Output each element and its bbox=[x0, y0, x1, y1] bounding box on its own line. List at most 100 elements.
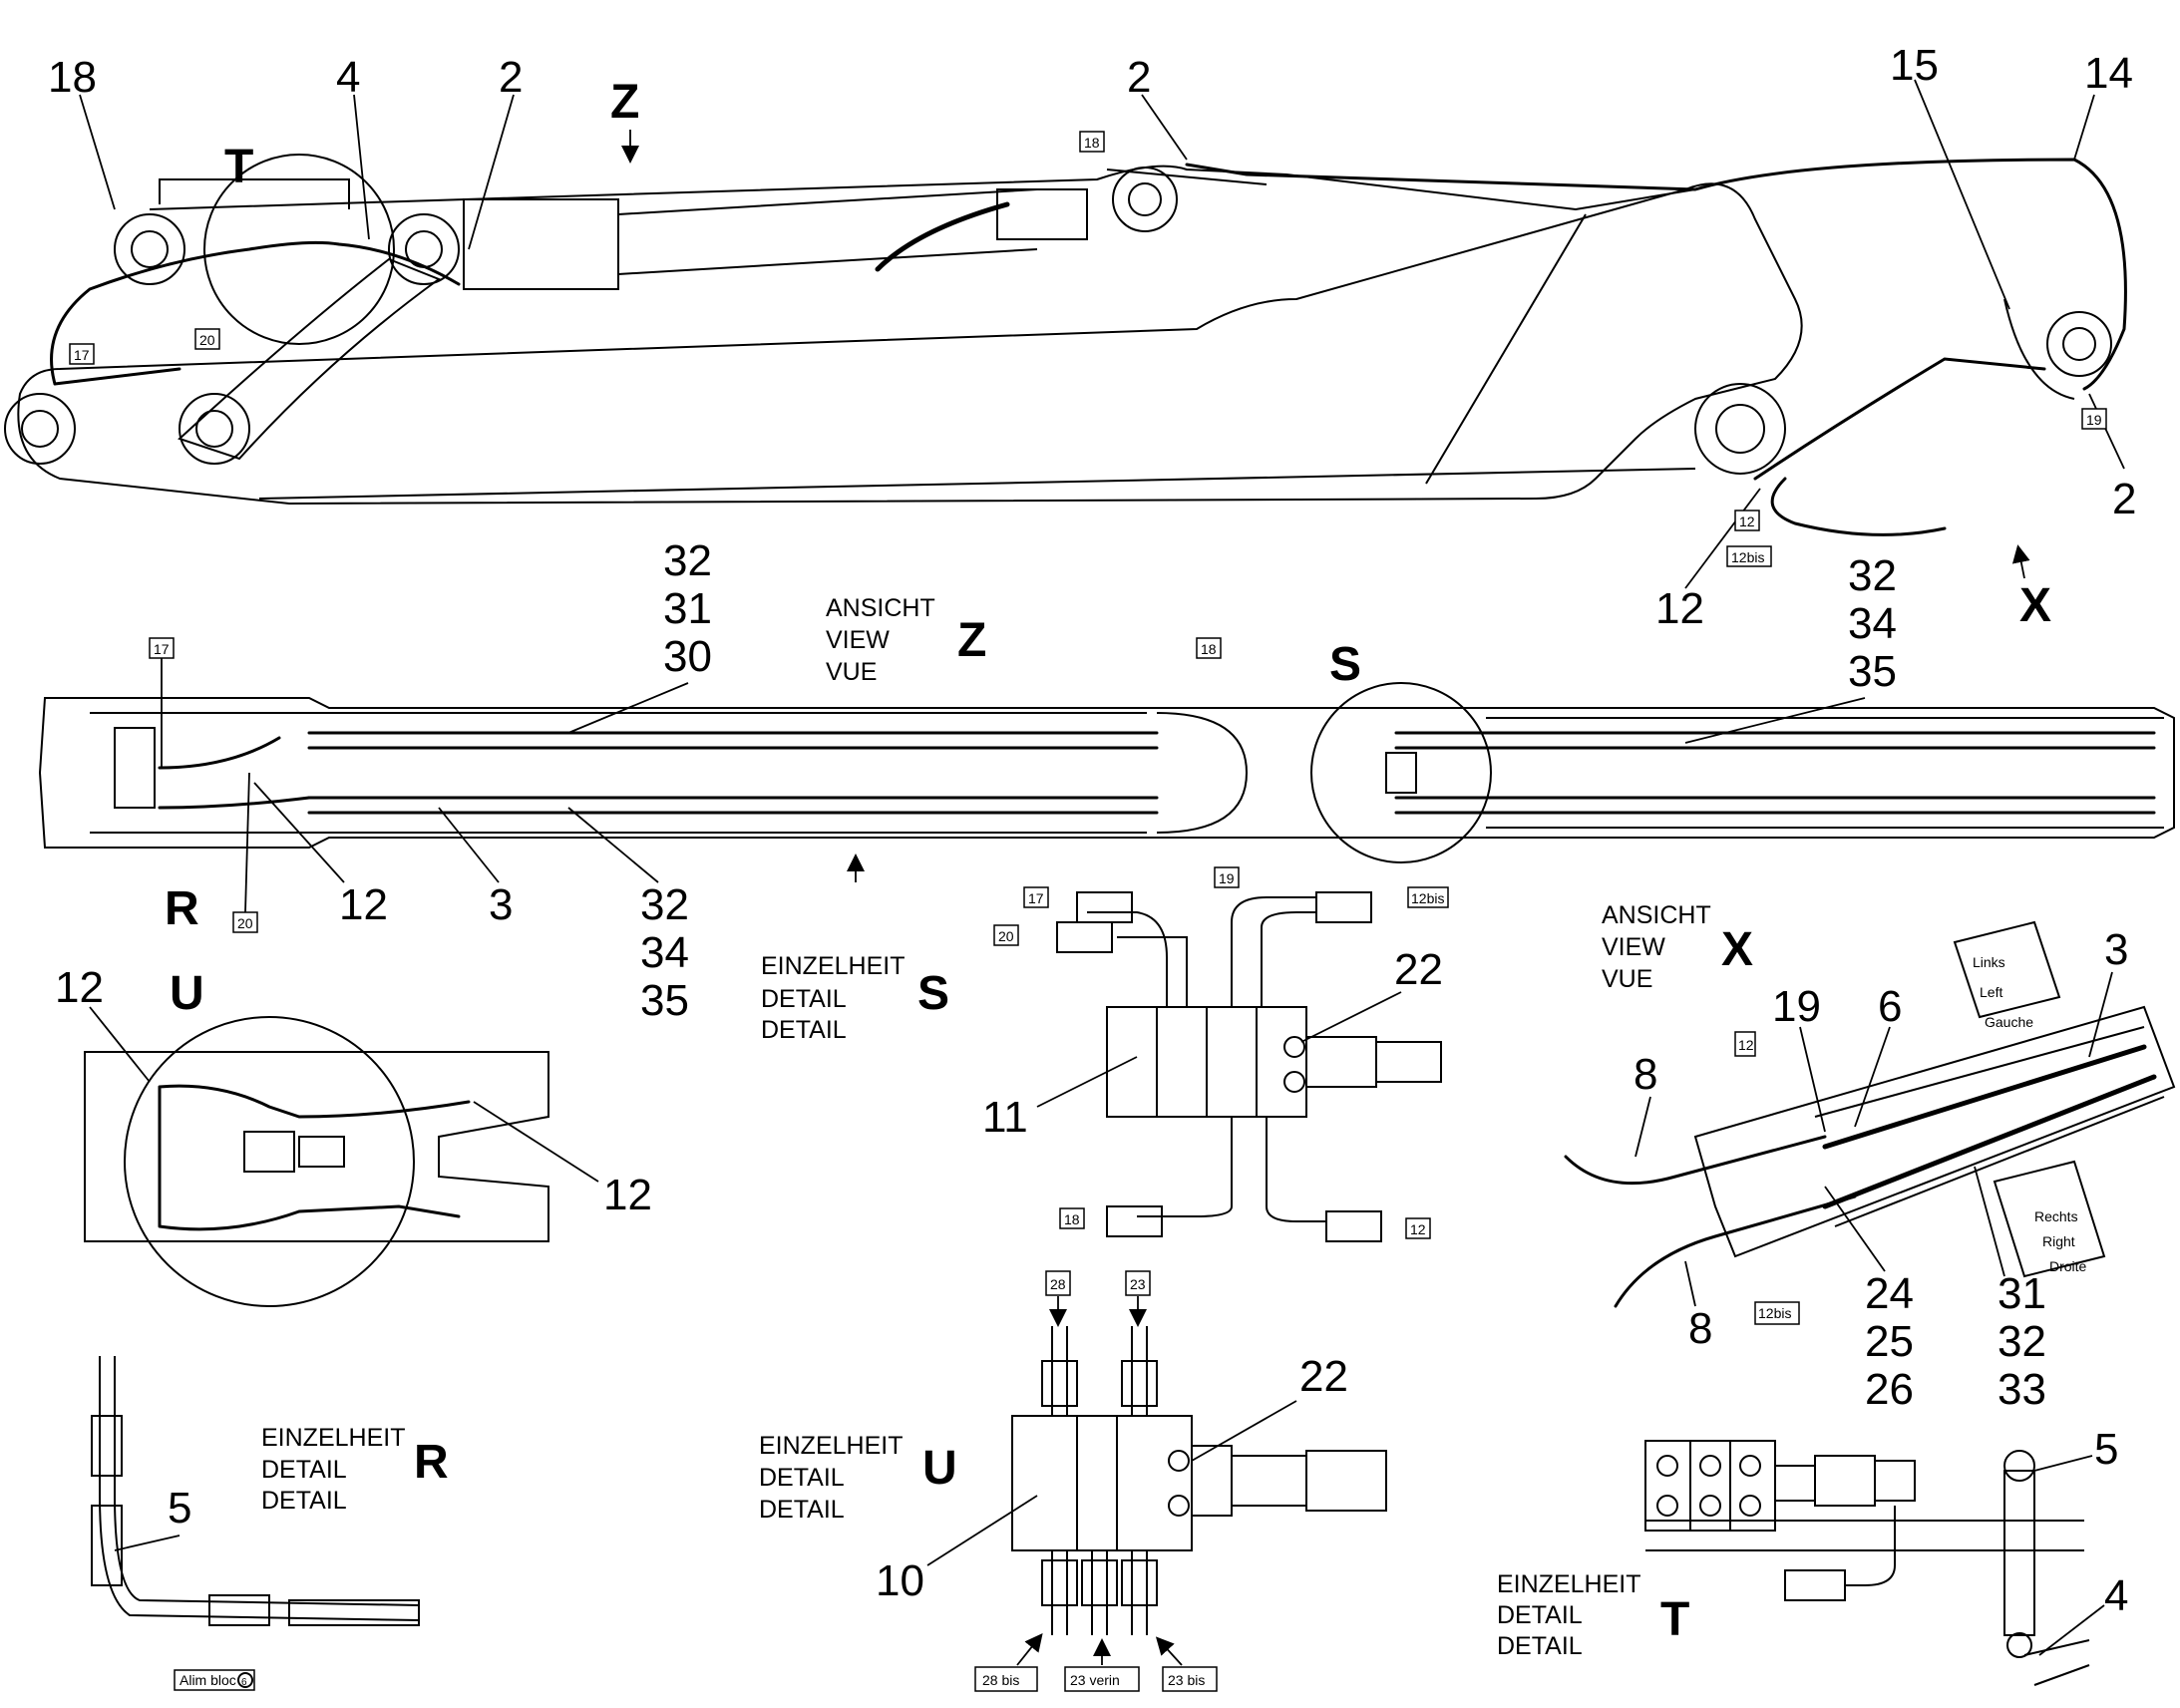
callout-32: 32 bbox=[1998, 1317, 2046, 1366]
side-left-2: Left bbox=[1980, 984, 2002, 1000]
detail-r-letter: R bbox=[414, 1436, 449, 1489]
detail-t-labels: EINZELHEIT DETAIL DETAIL T 5 4 bbox=[1497, 1425, 2128, 1660]
view-letter-z: Z bbox=[610, 76, 639, 129]
callout-25: 25 bbox=[1865, 1317, 1914, 1366]
tag-20: 20 bbox=[237, 915, 253, 931]
detail-s-heading-3: DETAIL bbox=[761, 1016, 847, 1044]
callout-10: 10 bbox=[876, 1556, 924, 1605]
callout-8: 8 bbox=[1688, 1304, 1712, 1353]
callout-2: 2 bbox=[2112, 475, 2136, 523]
tag-18: 18 bbox=[1201, 641, 1217, 657]
tag-12bis: 12bis bbox=[1411, 890, 1444, 906]
tag-20: 20 bbox=[199, 332, 215, 348]
callout-4: 4 bbox=[336, 53, 360, 102]
tag-20: 20 bbox=[998, 928, 1014, 944]
top-boom-view bbox=[4, 154, 2127, 536]
callout-12: 12 bbox=[603, 1171, 652, 1219]
callout-5: 5 bbox=[168, 1484, 191, 1533]
callout-30: 30 bbox=[663, 632, 712, 681]
detail-t-letter: T bbox=[1660, 1593, 1689, 1646]
tag-17: 17 bbox=[1028, 890, 1044, 906]
tag-17: 17 bbox=[74, 347, 90, 363]
detail-u bbox=[1011, 1326, 1387, 1635]
detail-u-circle-view bbox=[84, 1016, 549, 1307]
callout-33: 33 bbox=[1998, 1365, 2046, 1414]
detail-u-heading-2: DETAIL bbox=[759, 1464, 845, 1492]
view-letter-x: X bbox=[2019, 579, 2051, 632]
view-z-letter: Z bbox=[957, 614, 986, 667]
callout-24: 24 bbox=[1865, 1269, 1914, 1318]
callout-3: 3 bbox=[2104, 925, 2128, 974]
tag-23-verin: 23 verin bbox=[1070, 1672, 1120, 1688]
detail-u-labels: EINZELHEIT DETAIL DETAIL U 22 10 28 23 2… bbox=[759, 1270, 1348, 1692]
top-callouts: 18 4 2 2 15 14 2 12 T Z X 17 20 18 19 12… bbox=[48, 41, 2136, 633]
view-x-heading-2: VIEW bbox=[1602, 933, 1665, 961]
tag-19: 19 bbox=[1219, 870, 1235, 886]
view-z-heading-3: VUE bbox=[826, 658, 877, 686]
tag-19: 19 bbox=[2086, 412, 2102, 428]
callout-3: 3 bbox=[489, 880, 513, 929]
tag-23-bis: 23 bis bbox=[1168, 1672, 1205, 1688]
detail-s-heading-2: DETAIL bbox=[761, 985, 847, 1013]
tag-18: 18 bbox=[1064, 1211, 1080, 1227]
detail-u-circle-labels: U 12 12 bbox=[55, 963, 652, 1219]
side-left-1: Links bbox=[1973, 954, 2005, 970]
tag-12: 12 bbox=[1739, 513, 1755, 529]
tag-28-bis: 28 bis bbox=[982, 1672, 1019, 1688]
view-z bbox=[38, 682, 2175, 863]
callout-11: 11 bbox=[982, 1093, 1028, 1142]
callout-12: 12 bbox=[55, 963, 104, 1012]
callout-34: 34 bbox=[640, 928, 689, 977]
tag-28: 28 bbox=[1050, 1276, 1066, 1292]
callout-32: 32 bbox=[640, 880, 689, 929]
callout-5: 5 bbox=[2094, 1425, 2118, 1474]
tag-alim-bloc: Alim bloc bbox=[180, 1672, 236, 1688]
detail-s-letter: S bbox=[917, 967, 949, 1020]
tag-23: 23 bbox=[1130, 1276, 1146, 1292]
detail-s-circle bbox=[1310, 682, 1492, 863]
callout-12: 12 bbox=[339, 880, 388, 929]
detail-t-heading-2: DETAIL bbox=[1497, 1601, 1583, 1629]
callout-14: 14 bbox=[2084, 49, 2133, 98]
detail-r-heading-2: DETAIL bbox=[261, 1456, 347, 1484]
callout-34: 34 bbox=[1848, 599, 1897, 648]
side-left-3: Gauche bbox=[1985, 1014, 2033, 1030]
callout-6: 6 bbox=[1878, 982, 1902, 1031]
detail-r-letter: R bbox=[165, 882, 199, 935]
view-z-heading-1: ANSICHT bbox=[826, 594, 935, 622]
view-z-labels: ANSICHT VIEW VUE Z R S 32 31 30 12 3 32 … bbox=[149, 536, 1897, 1025]
callout-22: 22 bbox=[1394, 945, 1443, 994]
side-right-2: Right bbox=[2042, 1233, 2075, 1249]
tag-17: 17 bbox=[154, 641, 170, 657]
callout-32: 32 bbox=[1848, 551, 1897, 600]
detail-r-labels: EINZELHEIT DETAIL DETAIL R 5 Alim bloc 6 bbox=[114, 1424, 449, 1691]
callout-32: 32 bbox=[663, 536, 712, 585]
view-x bbox=[1564, 920, 2176, 1308]
view-letter-t: T bbox=[224, 141, 253, 193]
view-x-heading-3: VUE bbox=[1602, 965, 1652, 993]
tag-12: 12 bbox=[1410, 1221, 1426, 1237]
callout-26: 26 bbox=[1865, 1365, 1914, 1414]
view-z-heading-2: VIEW bbox=[826, 626, 890, 654]
callout-2: 2 bbox=[1127, 53, 1151, 102]
callout-31: 31 bbox=[1998, 1269, 2046, 1318]
callout-4: 4 bbox=[2104, 1571, 2128, 1620]
detail-s-letter: S bbox=[1329, 638, 1361, 691]
callout-8: 8 bbox=[1634, 1050, 1657, 1099]
callout-35: 35 bbox=[1848, 647, 1897, 696]
detail-s-labels: EINZELHEIT DETAIL DETAIL S 22 11 17 20 1… bbox=[761, 866, 1449, 1239]
detail-t-heading-1: EINZELHEIT bbox=[1497, 1570, 1640, 1598]
callout-18: 18 bbox=[48, 53, 97, 102]
tag-18: 18 bbox=[1084, 135, 1100, 151]
tag-12bis: 12bis bbox=[1731, 549, 1764, 565]
callout-12: 12 bbox=[1655, 584, 1704, 633]
side-right-3: Droite bbox=[2049, 1258, 2087, 1274]
view-x-letter: X bbox=[1721, 923, 1753, 976]
detail-u-letter: U bbox=[922, 1442, 957, 1495]
callout-2: 2 bbox=[499, 53, 523, 102]
detail-r bbox=[91, 1356, 420, 1626]
callout-15: 15 bbox=[1890, 41, 1939, 90]
callout-22: 22 bbox=[1299, 1352, 1348, 1401]
detail-u-heading-3: DETAIL bbox=[759, 1496, 845, 1524]
